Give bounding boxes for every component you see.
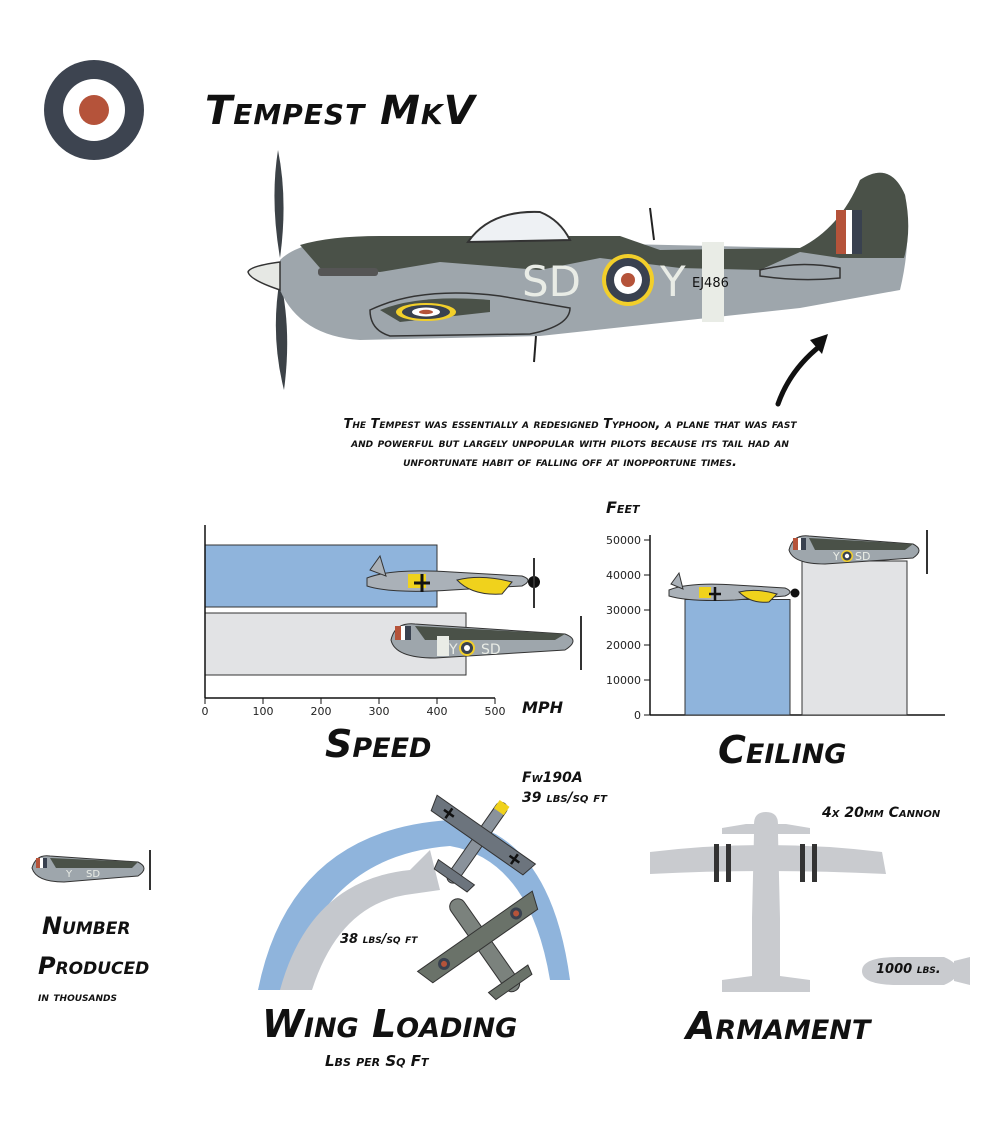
wing-loading-arc-fw190 xyxy=(258,820,570,990)
tempest-speed-plane: Y SD xyxy=(390,616,582,670)
armament-guns-label: 4x 20mm Cannon xyxy=(822,805,941,821)
speed-tick-label: 100 xyxy=(253,705,274,718)
tail-arrow-icon xyxy=(775,334,828,407)
ceiling-section-title: Ceiling xyxy=(718,728,847,772)
ceiling-bar-tempest xyxy=(801,560,908,716)
wing-loading-graphic xyxy=(258,794,570,1001)
fw190-name-label: Fw190A xyxy=(522,770,583,786)
fw190-ceiling-plane xyxy=(668,571,800,603)
wing-loading-section-title: Wing Loading xyxy=(262,1002,518,1046)
fw190-overhead-icon xyxy=(430,794,537,893)
small-plane-code-left: Y xyxy=(65,869,73,880)
description-caption: The Tempest was essentially a redesigned… xyxy=(280,415,860,472)
speed-tick-label: 0 xyxy=(202,705,209,718)
ceiling-bar-fw190 xyxy=(684,599,791,716)
tempest-side-illustration: SD Y EJ486 xyxy=(247,150,909,390)
wing-loading-subtitle: Lbs per Sq Ft xyxy=(325,1052,429,1070)
speed-tick-label: 300 xyxy=(369,705,390,718)
fw190-speed-plane xyxy=(366,554,540,608)
ceiling-tick-label: 40000 xyxy=(606,569,641,582)
tempest-overhead-icon xyxy=(416,890,539,1001)
number-produced-line-3: in thousands xyxy=(38,990,117,1005)
raf-roundel xyxy=(44,60,144,160)
speed-unit-label: MPH xyxy=(522,698,564,717)
speed-section-title: Speed xyxy=(325,722,432,766)
page-title: Tempest MkV xyxy=(205,88,476,134)
speed-plane-code-left: Y xyxy=(448,642,458,658)
speed-tick-label: 500 xyxy=(485,705,506,718)
ceiling-unit-label: Feet xyxy=(606,498,640,517)
speed-plane-code-right: SD xyxy=(481,642,501,658)
ceiling-plane-code-right: SD xyxy=(855,550,870,563)
ceiling-tick-label: 20000 xyxy=(606,639,641,652)
caption-line-1: The Tempest was essentially a redesigned… xyxy=(343,417,797,432)
ceiling-plane-code-left: Y xyxy=(832,550,840,563)
ceiling-chart: 0 10000 20000 30000 40000 50000 xyxy=(606,534,945,722)
hero-serial: EJ486 xyxy=(692,276,729,291)
caption-line-3: unfortunate habit of falling off at inop… xyxy=(403,455,737,470)
bomb-weight-label: 1000 lbs. xyxy=(876,962,941,977)
ceiling-tick-label: 10000 xyxy=(606,674,641,687)
bomb-icon xyxy=(862,957,970,985)
ceiling-tick-label: 0 xyxy=(634,709,641,722)
small-plane-code-right: SD xyxy=(86,869,100,880)
fw190-wing-loading-value: 39 lbs/sq ft xyxy=(522,790,607,806)
speed-tick-label: 400 xyxy=(427,705,448,718)
ceiling-tick-label: 30000 xyxy=(606,604,641,617)
speed-tick-label: 200 xyxy=(311,705,332,718)
number-produced-line-1: Number xyxy=(42,912,131,940)
tempest-wing-loading-value: 38 lbs/sq ft xyxy=(340,932,418,947)
hero-code-right: Y xyxy=(659,257,686,306)
caption-line-2: and powerful but largely unpopular with … xyxy=(351,436,789,451)
armament-section-title: Armament xyxy=(686,1004,871,1048)
tempest-topview-silhouette xyxy=(650,812,886,992)
wing-loading-arc-tempest xyxy=(280,850,440,990)
ceiling-tick-label: 50000 xyxy=(606,534,641,547)
number-produced-line-2: Produced xyxy=(38,952,150,980)
hero-code-left: SD xyxy=(522,257,581,306)
tempest-small-plane: Y SD xyxy=(31,850,151,890)
tempest-ceiling-plane: Y SD xyxy=(788,530,928,574)
